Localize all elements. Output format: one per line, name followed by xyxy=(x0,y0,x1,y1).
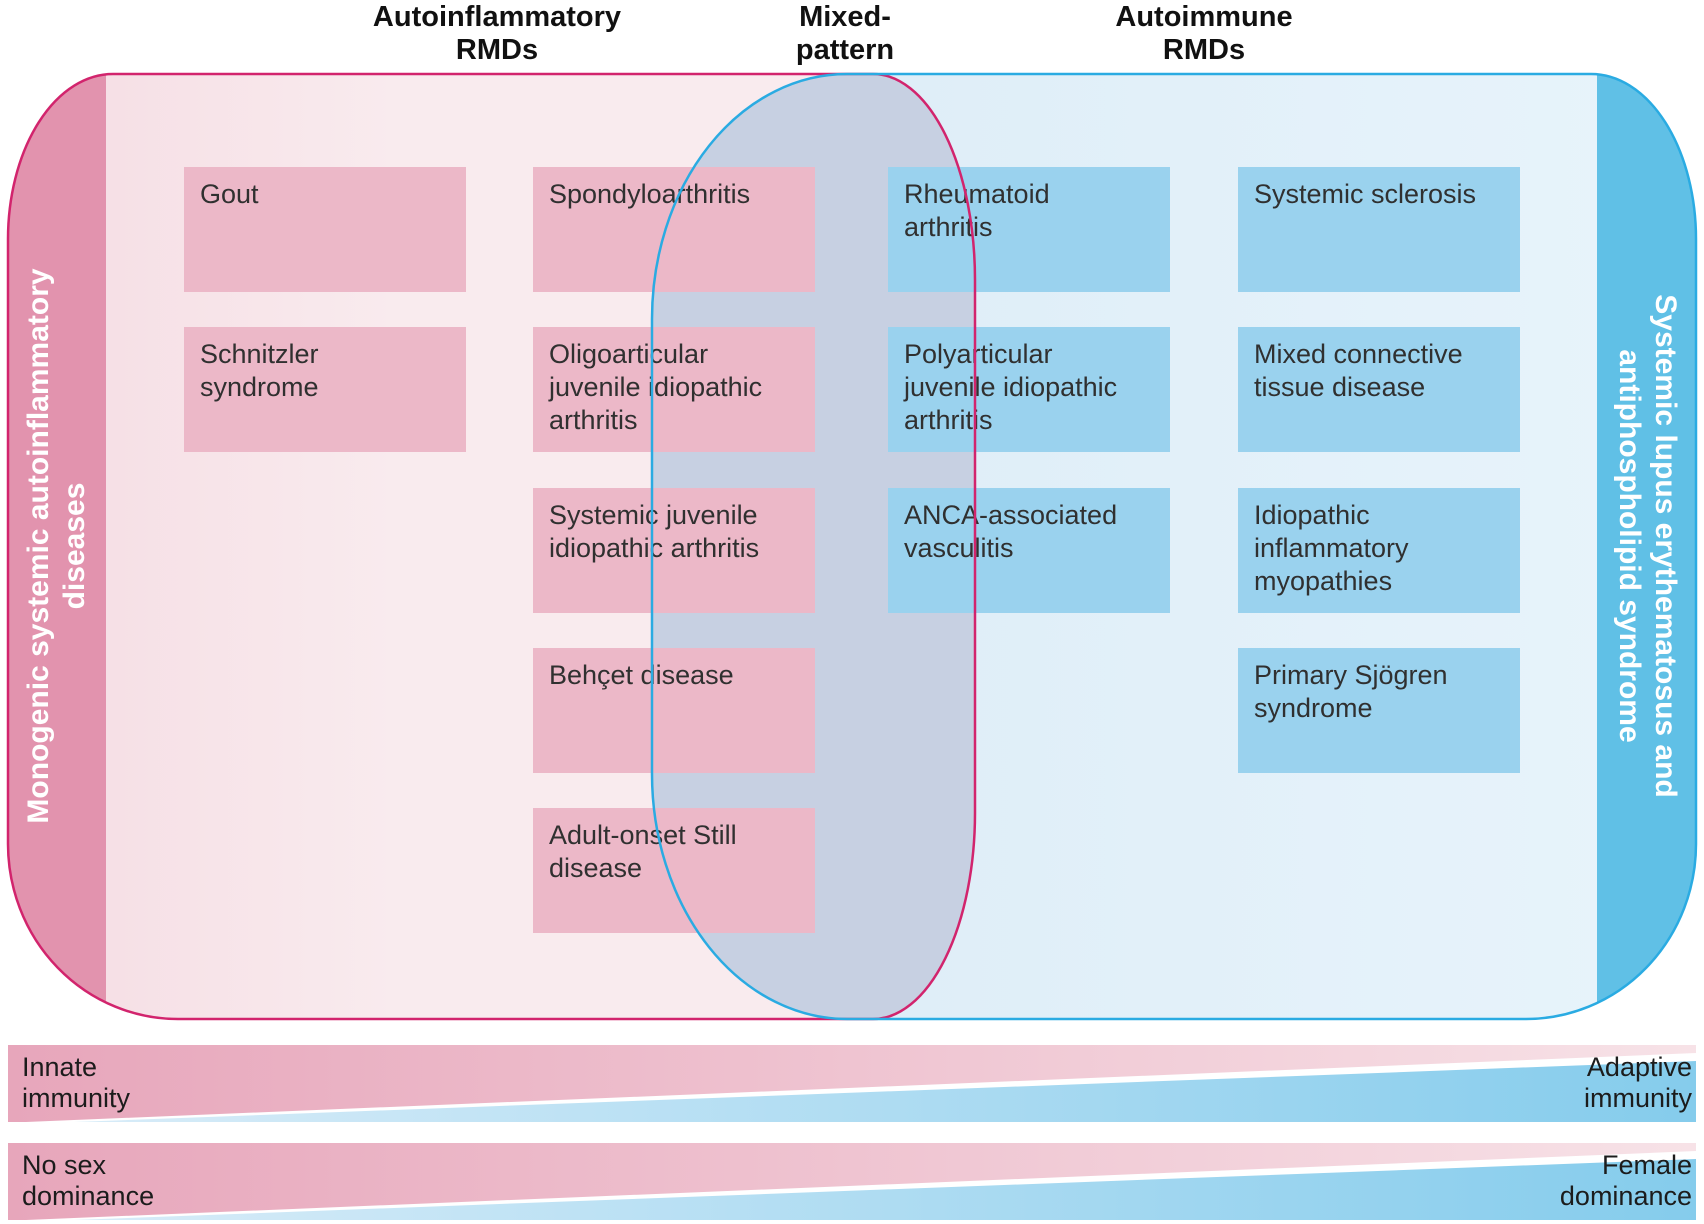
monogenic-band-label: Monogenic systemic autoinflammatory dise… xyxy=(22,268,91,824)
no-sex-dominance-label: No sex dominance xyxy=(22,1150,155,1211)
disease-box-spondyloarthritis: Spondyloarthritis xyxy=(533,167,815,292)
disease-box-primary-sjogren-syndrome: Primary Sjögren syndrome xyxy=(1238,648,1520,773)
innate-immunity-label: Innate immunity xyxy=(22,1052,131,1113)
disease-box-systemic-sclerosis: Systemic sclerosis xyxy=(1238,167,1520,292)
disease-box-gout: Gout xyxy=(184,167,466,292)
header-mixed-pattern: Mixed- pattern xyxy=(795,1,895,66)
header-autoimmune-rmds: Autoimmune RMDs xyxy=(1115,1,1293,66)
sle-aps-band-label: Systemic lupus erythematosus and antipho… xyxy=(1613,294,1682,798)
disease-box-polyarticular-jia: Polyarticular juvenile idiopathic arthri… xyxy=(888,327,1170,452)
disease-box-oligoarticular-jia: Oligoarticular juvenile idiopathic arthr… xyxy=(533,327,815,452)
disease-box-inflammatory-myopathies: Idiopathic inflammatory myopathies xyxy=(1238,488,1520,613)
disease-box-anca-vasculitis: ANCA-associated vasculitis xyxy=(888,488,1170,613)
adaptive-immunity-wedge xyxy=(74,1061,1696,1122)
female-dominance-label: Female dominance xyxy=(1559,1150,1692,1211)
disease-box-rheumatoid-arthritis: Rheumatoid arthritis xyxy=(888,167,1170,292)
disease-box-adult-onset-still-disease: Adult-onset Still disease xyxy=(533,808,815,933)
disease-box-mixed-connective-tissue: Mixed connective tissue disease xyxy=(1238,327,1520,452)
adaptive-immunity-label: Adaptive immunity xyxy=(1583,1052,1692,1113)
disease-box-behcet-disease: Behçet disease xyxy=(533,648,815,773)
innate-immunity-wedge xyxy=(8,1045,1696,1122)
disease-box-schnitzler-syndrome: Schnitzler syndrome xyxy=(184,327,466,452)
disease-box-systemic-jia: Systemic juvenile idiopathic arthritis xyxy=(533,488,815,613)
female-dominance-wedge xyxy=(74,1159,1696,1220)
no-sex-dominance-wedge xyxy=(8,1143,1696,1220)
header-autoinflammatory-rmds: Autoinflammatory RMDs xyxy=(372,1,622,66)
